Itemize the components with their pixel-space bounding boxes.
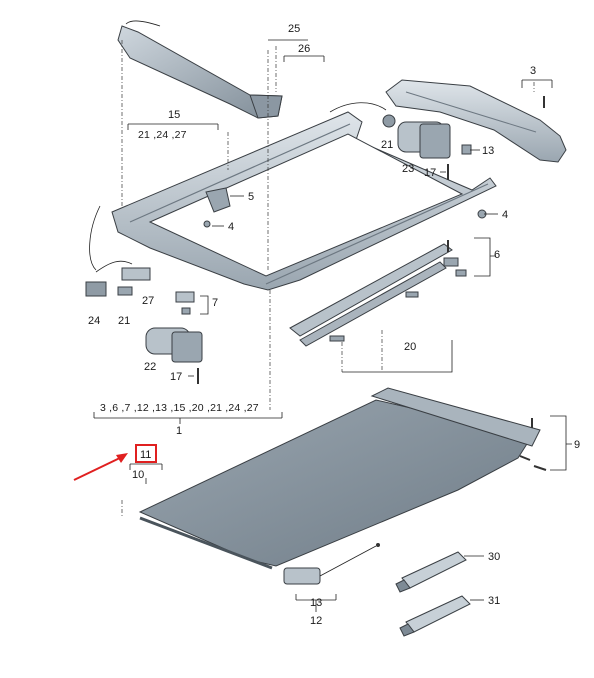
motor-upper-part <box>382 114 472 180</box>
callout-24: 24 <box>88 315 100 327</box>
sun-shade-part <box>138 387 547 585</box>
callout-10: 10 <box>132 469 144 481</box>
callout-group-1: 3 ,6 ,7 ,12 ,13 ,15 ,20 ,21 ,24 ,27 <box>100 402 259 414</box>
callout-20: 20 <box>404 341 416 353</box>
callout-4-right: 4 <box>502 209 508 221</box>
callout-11: 11 <box>140 449 151 461</box>
callout-6: 6 <box>494 249 500 261</box>
callout-17-lower: 17 <box>170 371 182 383</box>
motor-lower-part <box>145 327 203 384</box>
callout-31: 31 <box>488 595 500 607</box>
callout-labels: 25 26 15 21 ,24 ,27 3 21 23 13 17 5 4 4 … <box>88 23 580 627</box>
callout-17-upper: 17 <box>424 167 436 179</box>
callout-7: 7 <box>212 297 218 309</box>
callout-13-lower: 13 <box>310 597 322 609</box>
highlight-box <box>135 444 157 463</box>
callout-23: 23 <box>402 163 414 175</box>
callout-4-left: 4 <box>228 221 234 233</box>
red-arrow-icon <box>73 455 125 481</box>
callout-12: 12 <box>310 615 322 627</box>
sunroof-frame-part <box>89 102 497 291</box>
leader-lines <box>121 40 535 516</box>
callout-3: 3 <box>530 65 536 77</box>
grease-tubes-part <box>395 551 471 637</box>
callout-13-upper: 13 <box>482 145 494 157</box>
highlight-annotation <box>73 444 157 481</box>
callout-21-upper: 21 <box>381 139 393 151</box>
callout-30: 30 <box>488 551 500 563</box>
callout-25: 25 <box>288 23 300 35</box>
callout-26: 26 <box>298 43 310 55</box>
callout-21-lower: 21 <box>118 315 130 327</box>
callout-15: 15 <box>168 109 180 121</box>
wind-deflector-part <box>117 20 283 119</box>
callout-5: 5 <box>248 191 254 203</box>
callout-1: 1 <box>176 425 182 437</box>
callout-22: 22 <box>144 361 156 373</box>
callout-9: 9 <box>574 439 580 451</box>
callout-group-15: 21 ,24 ,27 <box>138 129 187 141</box>
small-brackets-part <box>85 96 545 315</box>
rear-cross-member-part <box>385 79 567 163</box>
guide-mechanism-part <box>289 240 467 347</box>
callout-27: 27 <box>142 295 154 307</box>
callout-lines <box>93 39 572 612</box>
